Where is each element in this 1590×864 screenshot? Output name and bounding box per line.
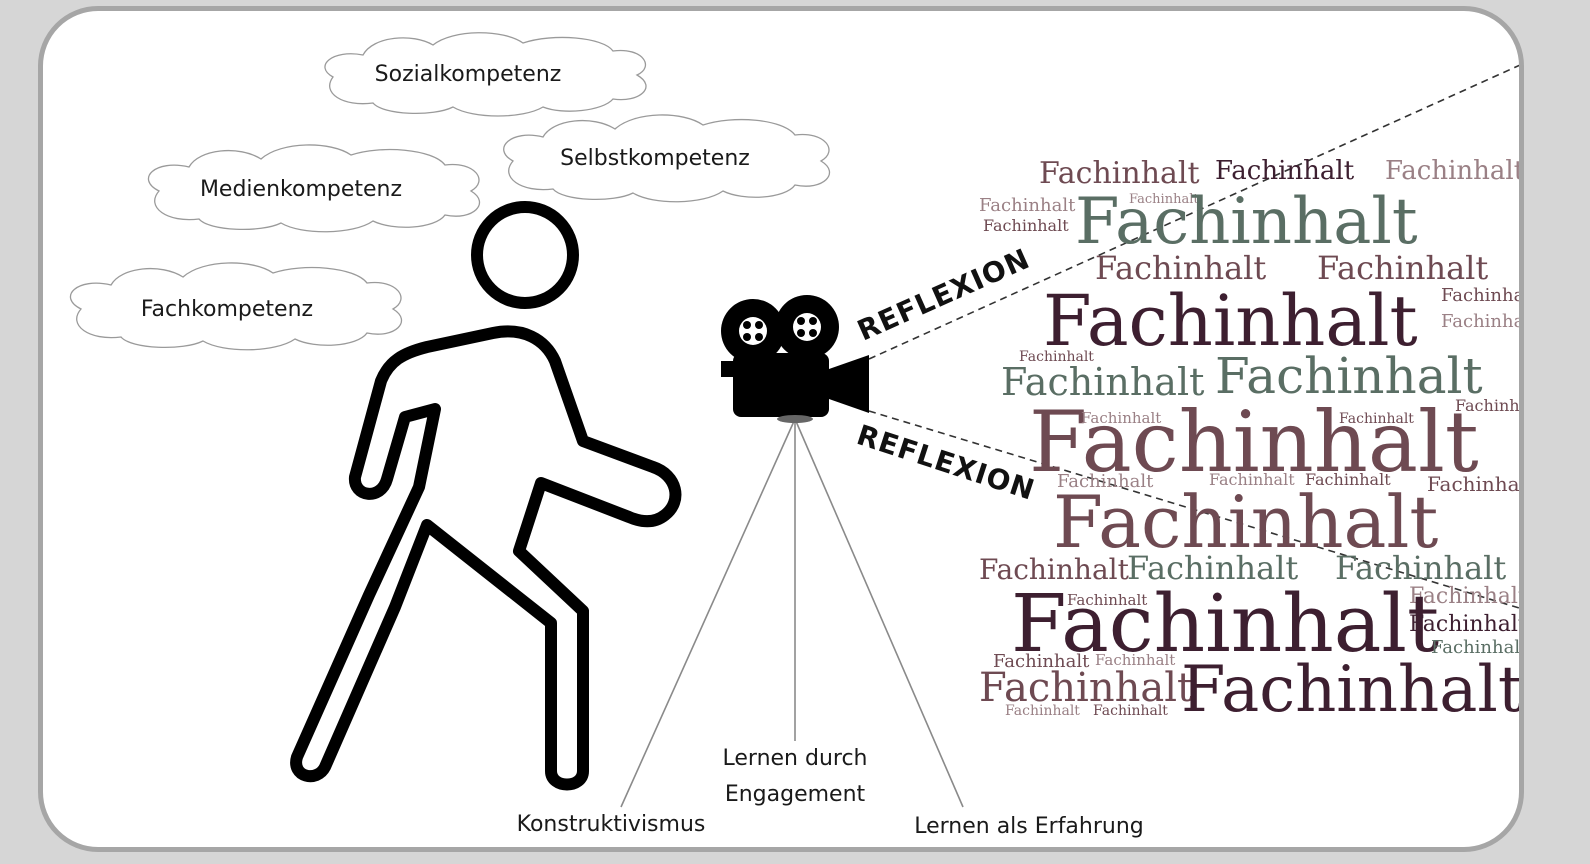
engagement-label-line2: Engagement xyxy=(725,782,866,807)
beam-lower-line xyxy=(868,410,1519,609)
wordcloud-word: Fachinhalt xyxy=(1029,393,1479,491)
camera-beam xyxy=(868,64,1519,609)
wordcloud-word: Fachinhalt xyxy=(1067,591,1147,609)
wordcloud-word: Fachinhalt xyxy=(1043,280,1418,362)
person-body xyxy=(290,325,682,791)
wordcloud-word: Fachinhalt xyxy=(1053,480,1438,564)
wordcloud-word: Fachinhalt xyxy=(1431,637,1524,658)
person-head xyxy=(471,201,579,309)
wordcloud-word: Fachinhalt xyxy=(979,553,1130,586)
wordcloud-word: Fachinhalt xyxy=(1427,472,1524,496)
wordcloud-word: Fachinhalt xyxy=(1209,470,1295,489)
camera-side-knob xyxy=(721,361,735,377)
tripod-right-leg xyxy=(794,418,964,808)
reel-spokes xyxy=(743,317,817,341)
wordcloud-word: Fachinhalt xyxy=(1409,584,1524,609)
tripod-left-leg xyxy=(620,418,796,808)
wordcloud-word: Fachinhalt xyxy=(1455,396,1524,415)
wordcloud-word: Fachinhalt xyxy=(1441,311,1524,332)
konstruktivismus-label: Konstruktivismus xyxy=(517,812,706,837)
cloud-medienkompetenz: Medienkompetenz xyxy=(147,144,481,233)
fachinhalt-wordcloud: Fachinhalt Fachinhalt Fachinhalt Fachinh… xyxy=(979,156,1524,727)
wordcloud-word: Fachinhalt xyxy=(1127,549,1298,587)
wordcloud-word: Fachinhalt xyxy=(1019,349,1094,365)
cloud-label: Fachkompetenz xyxy=(141,297,313,322)
lernen-durch-label-line1: Lernen durch xyxy=(723,746,868,771)
wordcloud-word: Fachinhalt xyxy=(1409,612,1524,637)
cloud-shape xyxy=(503,114,831,203)
wordcloud-word: Fachinhalt xyxy=(1095,651,1175,669)
tripod xyxy=(620,418,964,808)
diagram-canvas: Sozialkompetenz Selbstkompetenz Medienko… xyxy=(69,32,1524,839)
wordcloud-word: Fachinhalt xyxy=(1181,653,1524,727)
wordcloud-word: Fachinhalt xyxy=(1129,192,1199,207)
wordcloud-word: Fachinhalt xyxy=(1215,347,1483,405)
wordcloud-word: Fachinhalt xyxy=(1005,703,1080,719)
wordcloud-word: Fachinhalt xyxy=(1317,249,1488,287)
wordcloud-word: Fachinhalt xyxy=(1385,156,1524,186)
wordcloud-word: Fachinhalt xyxy=(1039,156,1200,191)
wordcloud-word: Fachinhalt xyxy=(1095,249,1266,287)
wordcloud-word: Fachinhalt xyxy=(1441,285,1524,306)
wordcloud-word: Fachinhalt xyxy=(979,195,1076,216)
wordcloud-word: Fachinhalt xyxy=(1081,409,1161,427)
wordcloud-word: Fachinhalt xyxy=(1011,577,1439,670)
reflexion-lower-label: REFLEXION xyxy=(853,418,1039,507)
camera-lens xyxy=(829,355,869,413)
cloud-label: Selbstkompetenz xyxy=(560,146,750,171)
movie-camera-icon xyxy=(721,295,869,423)
cloud-selbstkompetenz: Selbstkompetenz xyxy=(503,114,831,203)
wordcloud-word: Fachinhalt xyxy=(1339,411,1414,427)
wordcloud-word: Fachinhalt xyxy=(1001,360,1204,404)
beam-upper-line xyxy=(868,64,1519,360)
wordcloud-word: Fachinhalt xyxy=(1057,471,1154,492)
cloud-shape xyxy=(69,262,403,351)
wordcloud-word: Fachinhalt xyxy=(993,651,1090,672)
camera-body xyxy=(733,353,829,417)
wordcloud-word: Fachinhalt xyxy=(1215,156,1355,186)
cloud-fachkompetenz: Fachkompetenz xyxy=(69,262,403,351)
cloud-label: Medienkompetenz xyxy=(200,177,402,202)
wordcloud-word: Fachinhalt xyxy=(1335,549,1506,587)
camera-mount xyxy=(777,415,813,423)
lernen-als-erfahrung-label: Lernen als Erfahrung xyxy=(914,814,1144,839)
wordcloud-word: Fachinhalt xyxy=(1093,703,1168,719)
cloud-label: Sozialkompetenz xyxy=(375,62,562,87)
cloud-shape xyxy=(147,144,481,233)
walking-person-icon xyxy=(290,201,682,791)
reflexion-upper-label: REFLEXION xyxy=(852,242,1034,347)
cloud-sozialkompetenz: Sozialkompetenz xyxy=(324,32,647,117)
diagram-frame: Sozialkompetenz Selbstkompetenz Medienko… xyxy=(38,6,1524,852)
wordcloud-word: Fachinhalt xyxy=(1305,470,1391,489)
wordcloud-word: Fachinhalt xyxy=(979,665,1193,711)
wordcloud-word: Fachinhalt xyxy=(1075,185,1418,259)
wordcloud-word: Fachinhalt xyxy=(983,216,1069,235)
cloud-shape xyxy=(324,32,647,117)
